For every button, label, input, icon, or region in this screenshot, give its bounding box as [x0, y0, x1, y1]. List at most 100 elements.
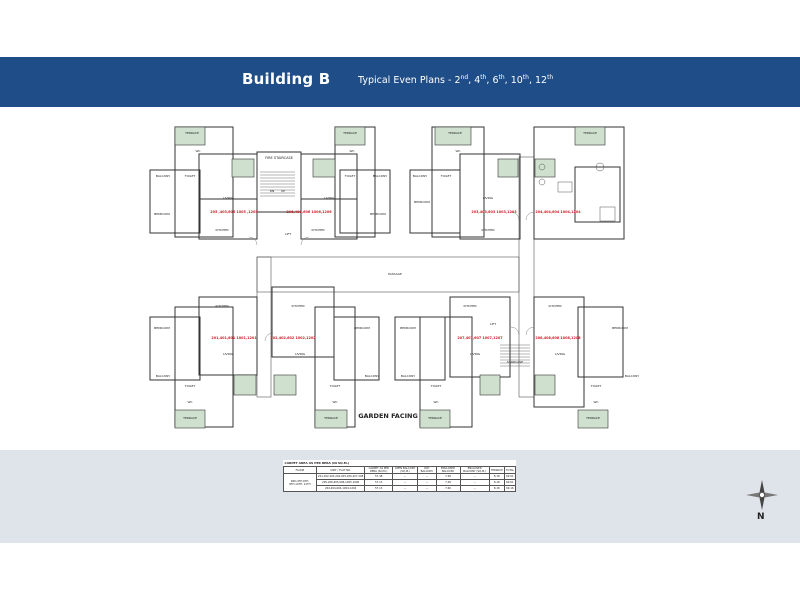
living-label-2: LIVING — [324, 196, 335, 200]
table-caption: CARPET AREA AS PER RERA (IN SQ.M.) — [284, 460, 350, 465]
kitchen-label-4: KITCHEN — [216, 304, 229, 308]
subtitle-prefix: Typical Even Plans - — [358, 75, 455, 87]
terrace-label-7: TERRACE — [427, 416, 442, 420]
table-cell: 7.60 — [435, 485, 461, 492]
table-header: DRY BALCONY — [417, 466, 437, 474]
bedroom-label-4: BEDROOM — [154, 326, 170, 330]
terrace-label-6: TERRACE — [323, 416, 338, 420]
table-cell: 69.16 — [503, 485, 517, 492]
balcony-label-6: BALCONY — [401, 374, 415, 378]
table-header: ENCLOSED BALCONY (SQ.M.) — [459, 466, 490, 474]
table-cell-floor: 2ND,4TH,6TH, 8TH,10TH, 12TH — [283, 473, 317, 492]
carpet-area-table: CARPET AREA AS PER RERA (IN SQ.M.) FLOOR… — [283, 460, 517, 492]
garden-facing-label: GARDEN FACING — [358, 412, 418, 420]
living-label-5: LIVING — [295, 352, 306, 356]
living-label-4: LIVING — [223, 352, 234, 356]
table-header: FLOOR — [283, 466, 317, 474]
toilet-label-1: TOILET — [184, 174, 196, 178]
kitchen-label-3: KITCHEN — [482, 228, 495, 232]
table-row: 205,206,605,606,1005,1006 57.13 -- -- 7.… — [284, 479, 517, 486]
table-cell: 204,404,604,1004,1204 — [315, 485, 366, 492]
lift-label-2: LIFT — [490, 322, 496, 326]
table-row: 204,404,604,1004,1204 57.13 -- -- 7.60 -… — [284, 485, 517, 492]
balcony-label-2: BALCONY — [373, 174, 387, 178]
balcony-label-1: BALCONY — [156, 174, 170, 178]
unit-code-3: 203,403,603 1003,1203 — [471, 210, 517, 214]
table-cell: 8.18 — [488, 485, 505, 492]
unit-code-2: 206,406,606 1006,1206 — [286, 210, 332, 214]
header-banner: Building B Typical Even Plans - 2nd, 4th… — [0, 57, 800, 107]
kitchen-label-7: KITCHEN — [549, 304, 562, 308]
floor-10: 10th — [510, 74, 529, 87]
unit-code-7: 207,407,607 1007,1207 — [457, 336, 503, 340]
table-cell: -- — [459, 485, 490, 492]
table-header: UNIT / FLAT NO. — [315, 466, 366, 474]
balcony-label-4: BALCONY — [156, 374, 170, 378]
living-label-6: LIVING — [470, 352, 481, 356]
building-title: Building B — [242, 70, 331, 88]
walls — [149, 126, 625, 428]
living-label-1: LIVING — [223, 196, 234, 200]
floor-4: 4th — [474, 74, 487, 87]
table-header: CARPET AS PER RERA (SQ.M.) — [364, 466, 394, 474]
kitchen-label-2: KITCHEN — [312, 228, 325, 232]
unit-code-4: 204,404,604 1004,1204 — [535, 210, 581, 214]
compass-rose-icon — [746, 480, 778, 510]
wc-label-3: WC — [455, 149, 460, 153]
toilet-label-7: TOILET — [590, 384, 602, 388]
terraces — [174, 126, 609, 429]
unit-code-5: 201,401,601 1001,1201 — [211, 336, 257, 340]
unit-code-6: 202,402,602 1002,1202 — [270, 336, 316, 340]
bedroom-label-3: BEDROOM — [414, 200, 430, 204]
wc-label-5: WC — [332, 400, 337, 404]
living-label-7: LIVING — [555, 352, 566, 356]
toilet-label-5: TOILET — [329, 384, 341, 388]
table-header: TERRACE — [488, 466, 505, 474]
balcony-label-7: BALCONY — [625, 374, 639, 378]
bedroom-label-7: BEDROOM — [612, 326, 628, 330]
unit-code-8: 208,408,608 1008,1208 — [535, 336, 581, 340]
fire-staircase-label: FIRE STAIRCASE — [265, 156, 293, 160]
wc-label-2: WC — [349, 149, 354, 153]
compass-north-label: N — [757, 512, 765, 522]
wc-label-4: WC — [187, 400, 192, 404]
doors — [248, 211, 535, 342]
wc-label-6: WC — [433, 400, 438, 404]
dn-label: DN — [270, 189, 275, 193]
wc-label-1: WC — [195, 149, 200, 153]
lift-label: LIFT — [285, 232, 291, 236]
floor-12: 12th — [534, 74, 554, 87]
kitchen-label-1: KITCHEN — [216, 228, 229, 232]
terrace-label-5: TERRACE — [182, 416, 197, 420]
terrace-label-3: TERRACE — [447, 131, 462, 135]
table-cell: -- — [417, 485, 437, 492]
floor-plan-subtitle: Typical Even Plans - 2nd, 4th, 6th, 10th… — [358, 74, 554, 87]
table-header: ENCLOSED BALCONY — [435, 466, 461, 474]
bedroom-label-2: BEDROOM — [370, 212, 386, 216]
stairs — [260, 171, 530, 367]
table-header: OPEN BALCONY (SQ.M.) — [392, 466, 419, 474]
unit-code-1: 205 ,405,605 1005 ,1205 — [210, 210, 258, 214]
living-label-3: LIVING — [483, 196, 494, 200]
terrace-label-2: TERRACE — [342, 131, 357, 135]
table-header-row: FLOOR UNIT / FLAT NO. CARPET AS PER RERA… — [283, 466, 517, 474]
toilet-label-2: TOILET — [344, 174, 356, 178]
staircase-label: STAIRCASE — [507, 360, 523, 364]
table-header: TOTAL — [503, 466, 517, 474]
balcony-label-3: BALCONY — [413, 174, 427, 178]
toilet-label-3: TOILET — [440, 174, 452, 178]
terrace-label-1: TERRACE — [184, 131, 199, 135]
table-cell: 57.13 — [364, 485, 394, 492]
kitchen-label-6: KITCHEN — [464, 304, 477, 308]
bedroom-label-6: BEDROOM — [400, 326, 416, 330]
toilet-label-6: TOILET — [430, 384, 442, 388]
furniture-top-right — [538, 162, 616, 222]
bedroom-label-1: BEDROOM — [154, 212, 170, 216]
table-cell: -- — [392, 485, 419, 492]
floor-plan-drawing: FIRE STAIRCASE UP DN LIFT STAIRCASE LIFT… — [149, 126, 639, 429]
corridor — [256, 156, 535, 398]
floor-6: 6th — [492, 74, 505, 87]
terrace-label-8: TERRACE — [585, 416, 600, 420]
kitchen-label-5: KITCHEN — [292, 304, 305, 308]
floor-2: 2nd — [454, 74, 469, 87]
